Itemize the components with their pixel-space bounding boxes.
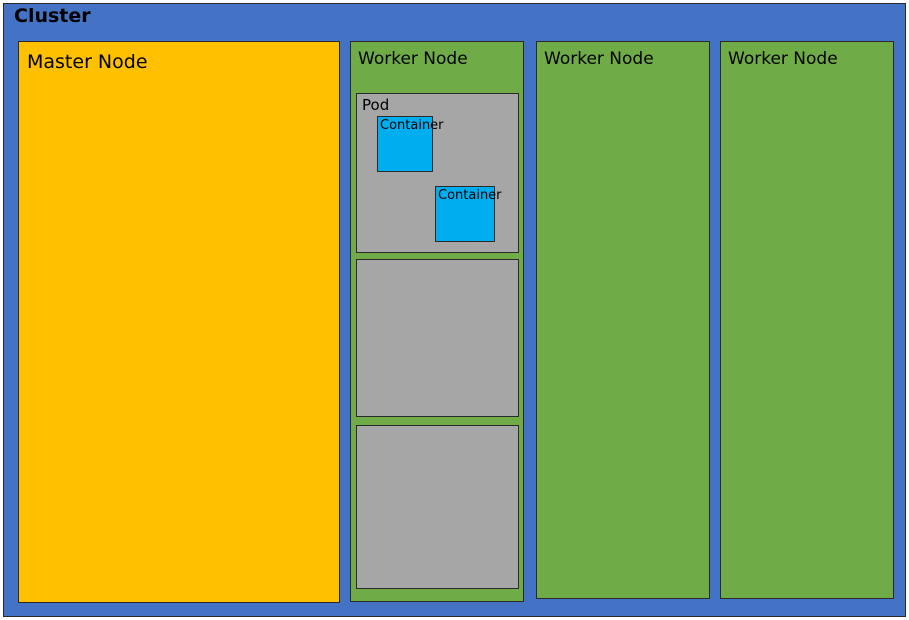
container-1-label: Container — [380, 118, 444, 133]
pod-3 — [356, 425, 519, 589]
worker-node-2: Worker Node — [536, 41, 710, 599]
master-node: Master Node — [18, 41, 340, 603]
worker-node-1-label: Worker Node — [358, 49, 468, 69]
pod-2 — [356, 259, 519, 417]
pod-1: Pod Container Container — [356, 93, 519, 253]
worker-node-3-label: Worker Node — [728, 49, 838, 69]
cluster-label: Cluster — [14, 5, 91, 27]
cluster-container: Cluster Master Node Worker Node Pod Cont… — [3, 3, 906, 617]
container-1: Container — [377, 116, 444, 172]
container-2: Container — [435, 186, 502, 242]
master-node-label: Master Node — [27, 51, 148, 73]
pod-1-label: Pod — [362, 96, 390, 114]
worker-node-1: Worker Node Pod Container Container — [350, 41, 524, 602]
container-2-label: Container — [438, 188, 502, 203]
worker-node-2-label: Worker Node — [544, 49, 654, 69]
worker-node-3: Worker Node — [720, 41, 894, 599]
